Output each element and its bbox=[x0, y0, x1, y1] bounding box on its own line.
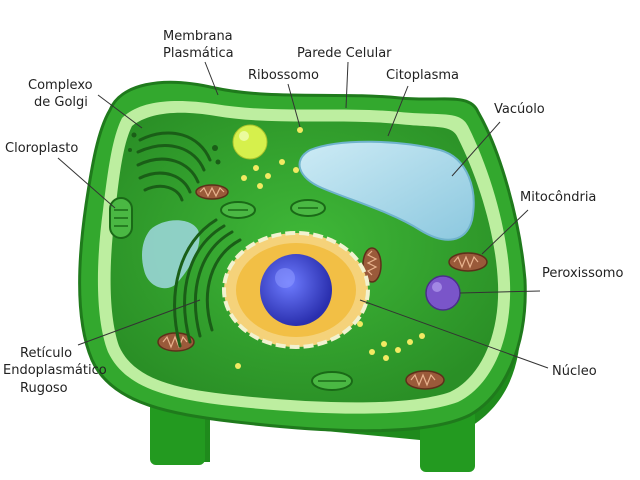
label-ribossomo: Ribossomo bbox=[248, 68, 319, 83]
chloroplast bbox=[290, 199, 326, 217]
leader-lines bbox=[57, 61, 549, 369]
chloroplast bbox=[220, 201, 256, 219]
vacuole bbox=[298, 140, 475, 241]
labels: Membrana Plasmática Parede Celular Ribos… bbox=[3, 29, 623, 396]
label-membrana-line1: Membrana bbox=[163, 29, 233, 44]
lysosome-highlight bbox=[239, 131, 249, 141]
golgi-apparatus bbox=[136, 131, 212, 202]
mitochondria bbox=[448, 252, 488, 272]
mitochondria bbox=[195, 184, 229, 200]
label-peroxissomo: Peroxissomo bbox=[542, 266, 623, 281]
label-nucleo: Núcleo bbox=[552, 364, 597, 379]
label-parede-celular: Parede Celular bbox=[297, 46, 392, 61]
ribosomes bbox=[235, 127, 425, 369]
chloroplast bbox=[109, 197, 133, 239]
label-citoplasma: Citoplasma bbox=[386, 68, 459, 83]
rough-endoplasmic-reticulum bbox=[173, 218, 242, 348]
label-membrana-line2: Plasmática bbox=[163, 46, 234, 61]
mitochondria bbox=[405, 370, 445, 390]
label-reticulo-line3: Rugoso bbox=[20, 381, 68, 396]
peroxisome bbox=[425, 275, 461, 311]
mitochondria bbox=[362, 247, 382, 283]
chloroplast bbox=[311, 371, 353, 391]
pale-chloroplast bbox=[142, 220, 200, 289]
golgi-vesicles bbox=[128, 132, 221, 165]
nucleolus bbox=[260, 254, 332, 326]
peroxisome-highlight bbox=[432, 282, 442, 292]
label-vacuolo: Vacúolo bbox=[494, 102, 545, 117]
label-mitocondria: Mitocôndria bbox=[520, 190, 596, 205]
label-golgi-line2: de Golgi bbox=[34, 95, 88, 110]
label-golgi-line1: Complexo bbox=[28, 78, 93, 93]
nucleus bbox=[222, 231, 370, 349]
lysosome bbox=[232, 124, 268, 160]
label-reticulo-line2: Endoplasmático bbox=[3, 363, 107, 378]
label-cloroplasto: Cloroplasto bbox=[5, 141, 78, 156]
mitochondria bbox=[157, 332, 195, 352]
nucleolus-highlight bbox=[275, 268, 295, 288]
label-reticulo-line1: Retículo bbox=[20, 346, 72, 361]
